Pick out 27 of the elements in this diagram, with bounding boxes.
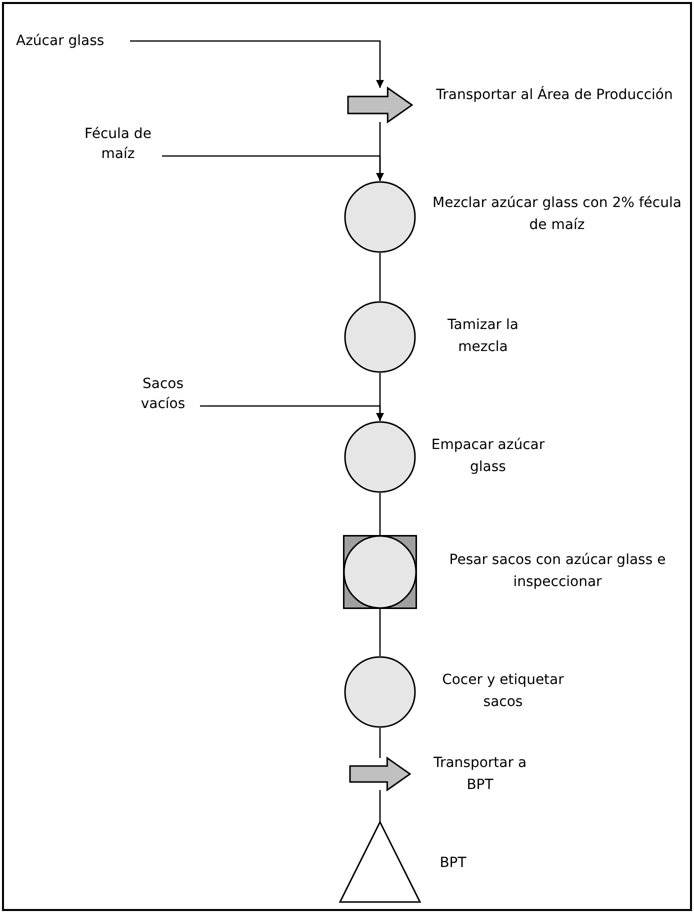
step-label: BPT bbox=[438, 854, 468, 873]
arrow bbox=[200, 405, 384, 421]
operation-circle bbox=[344, 181, 416, 253]
arrow bbox=[130, 40, 384, 88]
storage-triangle bbox=[340, 822, 420, 902]
flow-line bbox=[379, 609, 381, 656]
step-label: Empacar azúcar glass bbox=[430, 436, 546, 477]
step-label: Mezclar azúcar glass con 2% fécula de maíz bbox=[432, 194, 682, 235]
flow-line bbox=[379, 493, 381, 535]
operation-circle bbox=[344, 421, 416, 493]
operation-circle bbox=[344, 656, 416, 728]
step-label: Cocer y etiquetar sacos bbox=[441, 671, 565, 712]
step-label: Transportar al Área de Producción bbox=[435, 85, 674, 105]
input-label: Azúcar glass bbox=[16, 31, 126, 51]
step-label: Tamizar la mezcla bbox=[446, 316, 520, 357]
transport-symbol bbox=[350, 758, 410, 790]
arrow bbox=[162, 155, 384, 181]
flow-line bbox=[379, 728, 381, 758]
input-label: Sacos vacíos bbox=[130, 374, 196, 414]
operation-circle bbox=[344, 301, 416, 373]
transport-symbol bbox=[348, 88, 412, 122]
flow-line bbox=[379, 790, 381, 822]
flow-line bbox=[379, 253, 381, 301]
step-label: Transportar a BPT bbox=[432, 754, 528, 795]
input-label: Fécula de maíz bbox=[78, 124, 158, 164]
combined-operation-symbol bbox=[343, 535, 417, 609]
step-label: Pesar sacos con azúcar glass e inspeccionar bbox=[448, 551, 667, 592]
